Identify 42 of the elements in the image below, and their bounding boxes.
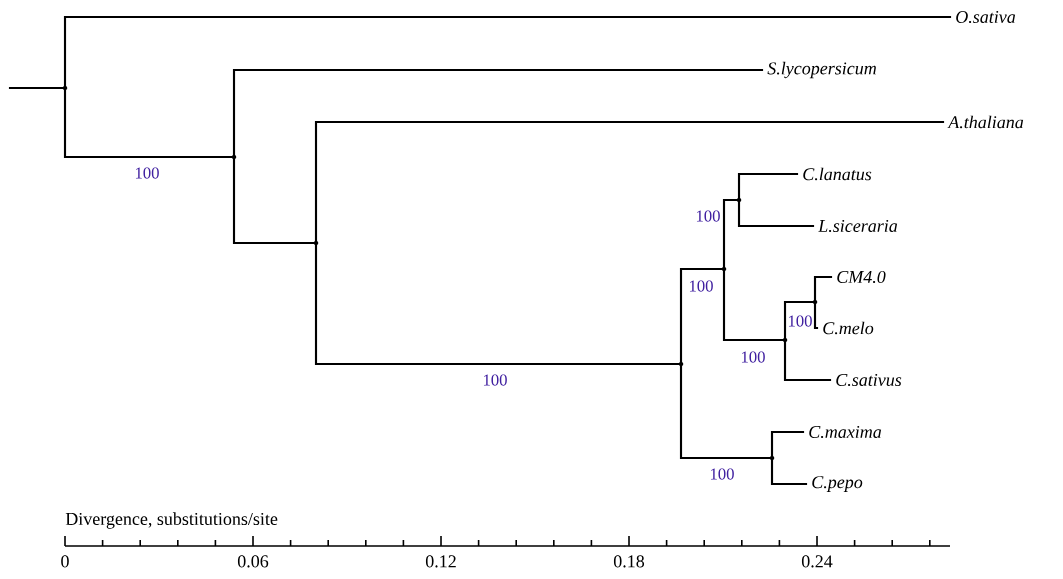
tick-label: 0.18 <box>613 555 645 568</box>
branch-node <box>769 455 775 461</box>
branch-node <box>62 85 68 91</box>
branch-node <box>812 299 818 305</box>
branch-node <box>782 337 788 343</box>
branch-node <box>678 361 684 367</box>
tree-branch <box>813 275 833 304</box>
taxon-label: O.sativa <box>956 10 1016 24</box>
branch-node <box>313 240 319 246</box>
tick-label: 0.12 <box>425 555 456 568</box>
tree-branch <box>770 430 805 460</box>
tick-label: 0.06 <box>237 555 269 568</box>
bootstrap-value: 100 <box>689 280 713 292</box>
branch-node <box>231 154 237 160</box>
taxon-label: A.thaliana <box>947 115 1024 129</box>
tree-branch <box>737 172 799 202</box>
taxon-label: C.melo <box>823 321 874 335</box>
tick-label: 0.24 <box>801 555 833 568</box>
taxon-label: S.lycopersicum <box>767 61 876 79</box>
tree-branch <box>63 15 952 90</box>
bootstrap-value: 100 <box>135 167 159 179</box>
taxon-label: C.lanatus <box>803 167 872 181</box>
taxon-label: CM4.0 <box>837 270 886 284</box>
axis-title: Divergence, substitutions/site <box>65 512 278 529</box>
bootstrap-value: 100 <box>710 468 734 480</box>
bootstrap-value: 100 <box>741 351 765 363</box>
tree-branch <box>813 300 819 330</box>
bootstrap-value: 100 <box>788 315 812 327</box>
bootstrap-value: 100 <box>696 210 720 222</box>
tick-label: 0 <box>61 555 69 568</box>
taxon-label: L.siceraria <box>818 219 898 233</box>
taxon-label: C.pepo <box>812 476 863 492</box>
tree-branch <box>314 120 945 245</box>
tree-branch <box>783 338 832 382</box>
branch-node <box>721 266 727 272</box>
bootstrap-value: 100 <box>483 374 507 386</box>
tree-branch <box>232 68 764 159</box>
tree-branch <box>770 456 808 486</box>
taxon-label: C.maxima <box>809 425 882 439</box>
taxon-label: C.sativus <box>836 373 902 387</box>
branch-node <box>736 197 742 203</box>
tree-branch <box>737 198 815 228</box>
